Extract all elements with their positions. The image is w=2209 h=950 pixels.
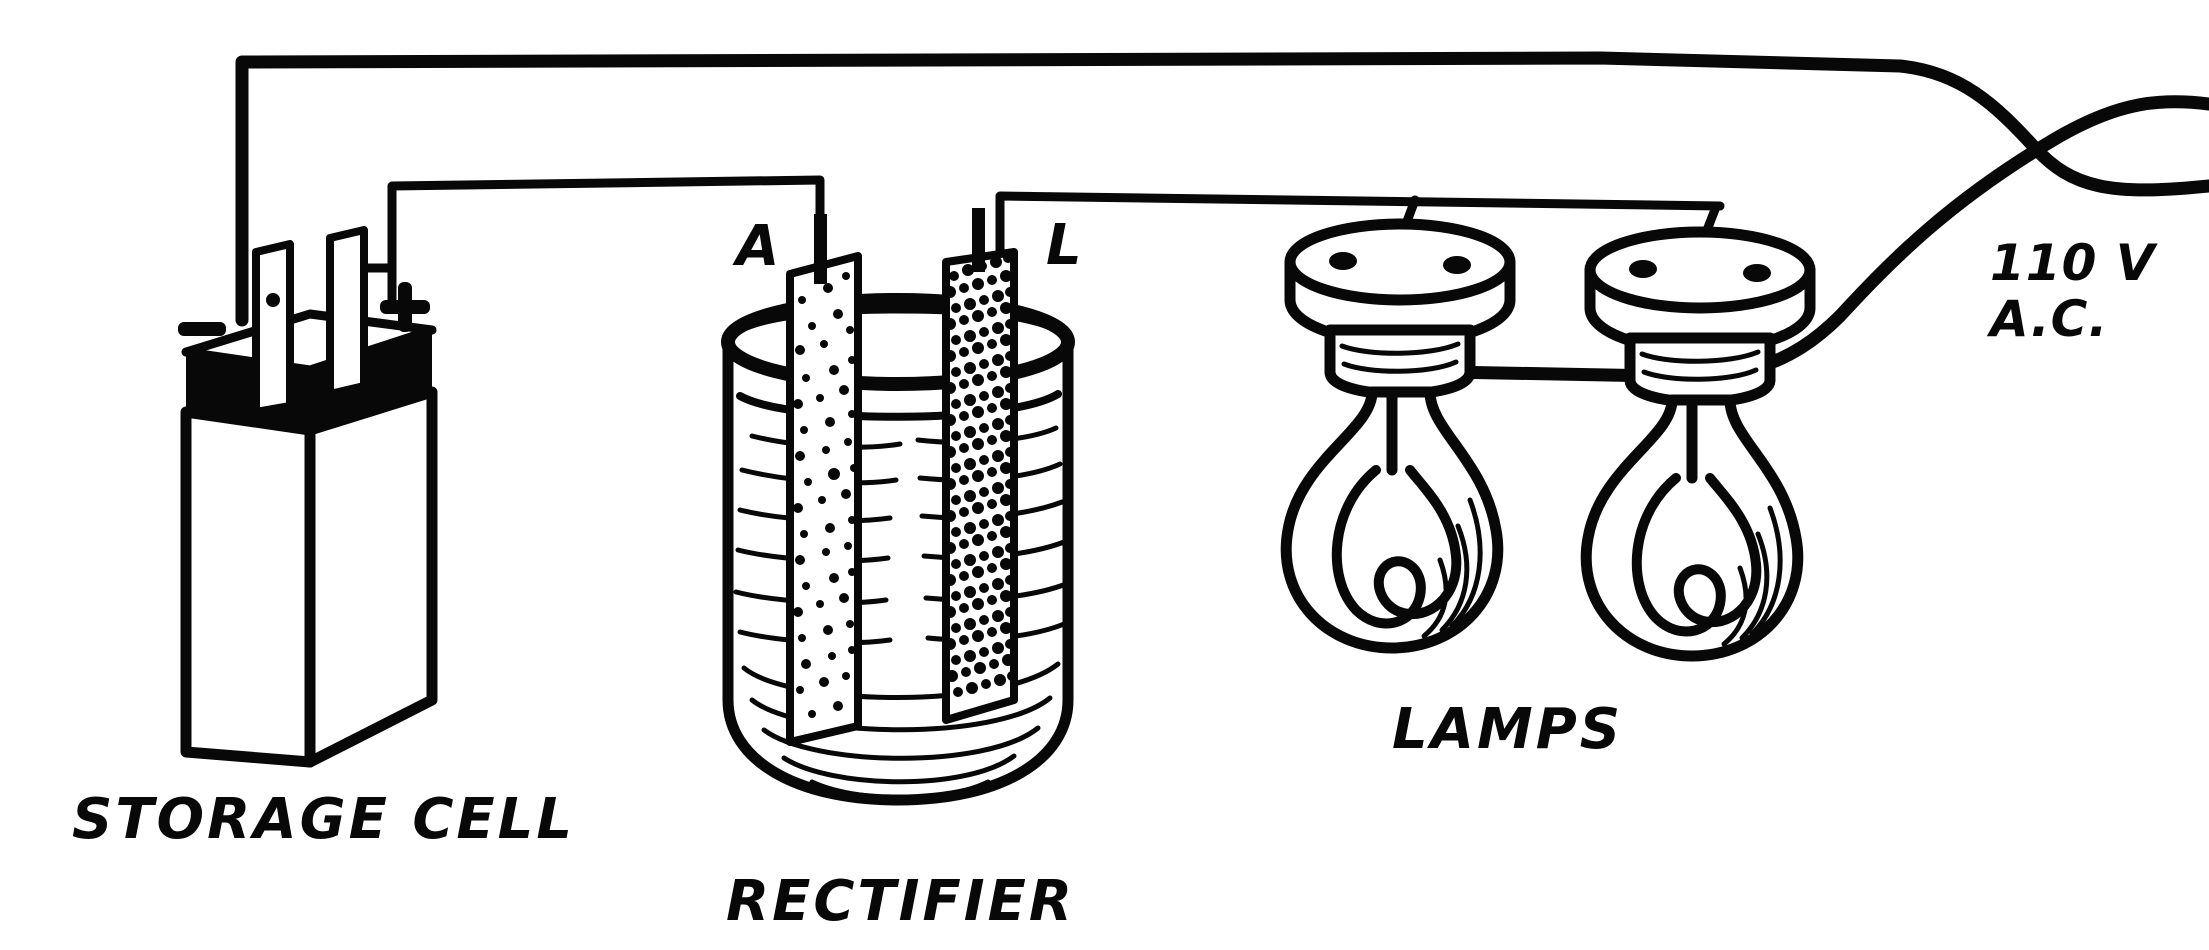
lamp-2-socket-screw-right xyxy=(1743,264,1771,282)
caption-rectifier: RECTIFIER xyxy=(726,869,1075,934)
storage-cell xyxy=(178,226,438,768)
supply-current-type-label: A.C. xyxy=(1986,290,2108,348)
caption-lamps: LAMPS xyxy=(1392,697,1623,762)
lamp-1 xyxy=(1280,218,1516,654)
label-plate-a: A xyxy=(732,214,779,279)
lamp-2-filament xyxy=(1631,473,1762,637)
rectifier: A L xyxy=(721,208,1082,806)
lamp-1-socket-top xyxy=(1284,218,1516,306)
negative-sign-icon xyxy=(178,322,226,336)
lamp-1-filament xyxy=(1331,465,1462,629)
caption-storage-cell: STORAGE CELL xyxy=(72,787,575,852)
rectifier-plate-aluminum xyxy=(786,214,862,746)
rectifier-plate-aluminum-stem xyxy=(814,214,827,284)
storage-cell-top-band-side xyxy=(310,330,432,430)
storage-cell-front-face xyxy=(180,406,316,768)
lamp-2-socket-screw-left xyxy=(1629,260,1657,278)
label-plate-l: L xyxy=(1046,213,1082,278)
terminal-post-negative xyxy=(252,240,294,416)
lamp-1-socket-screw-right xyxy=(1443,256,1471,274)
lamp-2 xyxy=(1580,226,1816,662)
rectifier-plate-aluminum-stipple xyxy=(793,272,858,718)
rectifier-plate-lead-stem xyxy=(972,208,985,272)
terminal-post-negative-screw xyxy=(266,293,280,307)
terminal-post-positive-face xyxy=(326,226,368,398)
lamp-1-base-threads xyxy=(1339,341,1461,374)
lamp-1-base-collar xyxy=(1324,324,1476,400)
positive-sign-icon xyxy=(380,282,430,332)
storage-cell-side-face xyxy=(304,386,438,768)
lamp-2-base-collar xyxy=(1624,332,1776,408)
supply-voltage-label: 110 V xyxy=(1990,234,2158,292)
rectifier-plate-lead-face xyxy=(942,248,1018,724)
rectifier-jar-rim xyxy=(721,293,1075,391)
lamp-1-shading xyxy=(1421,497,1483,639)
lamp-1-socket-screw-left xyxy=(1329,252,1357,270)
lamp-2-base-threads xyxy=(1639,349,1761,382)
rectifier-plate-lead xyxy=(942,208,1018,724)
terminal-post-positive xyxy=(326,226,368,398)
rectifier-liquid-surface xyxy=(736,390,1062,421)
lamp-2-socket-top xyxy=(1584,226,1816,314)
terminal-post-negative-face xyxy=(252,240,294,416)
lamp-2-shading xyxy=(1721,505,1783,647)
rectifier-plate-lead-stipple xyxy=(944,253,1017,697)
